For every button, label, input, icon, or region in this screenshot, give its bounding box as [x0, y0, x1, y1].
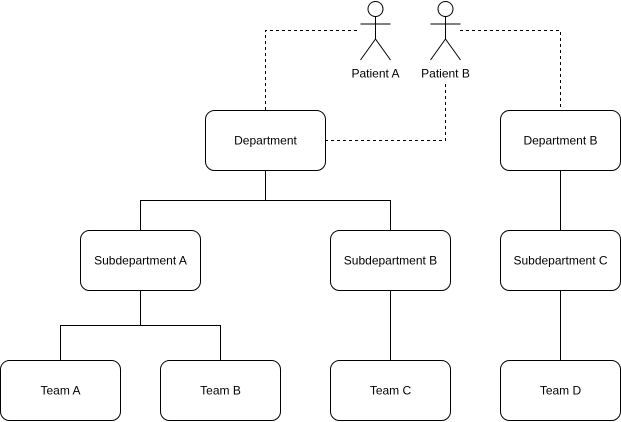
patient-associations	[265, 30, 561, 141]
actor-patient-a[interactable]: Patient A	[351, 1, 400, 81]
node-subdepartment-c[interactable]: Subdepartment C	[500, 230, 621, 291]
node-label: Team C	[370, 384, 412, 398]
stick-figure-icon	[430, 1, 461, 61]
node-team-b[interactable]: Team B	[160, 360, 281, 421]
edge-subdepartment-a-teams	[60, 290, 221, 361]
node-department[interactable]: Department	[205, 110, 326, 171]
edge-department-subdepartments	[140, 170, 391, 231]
node-team-d[interactable]: Team D	[500, 360, 621, 421]
node-subdepartment-a[interactable]: Subdepartment A	[80, 230, 201, 291]
node-team-c[interactable]: Team C	[330, 360, 451, 421]
node-label: Team D	[540, 384, 582, 398]
node-label: Department	[234, 134, 297, 148]
edge-patient-b-department-b	[460, 30, 561, 110]
actor-patient-b[interactable]: Patient B	[421, 1, 470, 81]
node-label: Subdepartment C	[513, 254, 607, 268]
node-department-b[interactable]: Department B	[500, 110, 621, 171]
actor-label: Patient A	[351, 67, 399, 81]
node-label: Department B	[523, 134, 597, 148]
edge-patient-b-department	[325, 84, 446, 141]
connectors	[60, 170, 561, 361]
actor-label: Patient B	[421, 67, 470, 81]
node-label: Subdepartment A	[94, 254, 187, 268]
node-label: Team A	[40, 384, 80, 398]
node-subdepartment-b[interactable]: Subdepartment B	[330, 230, 451, 291]
node-label: Team B	[200, 384, 241, 398]
stick-figure-icon	[360, 1, 391, 61]
node-label: Subdepartment B	[344, 254, 437, 268]
edge-patient-a-department	[265, 30, 360, 110]
node-team-a[interactable]: Team A	[0, 360, 121, 421]
